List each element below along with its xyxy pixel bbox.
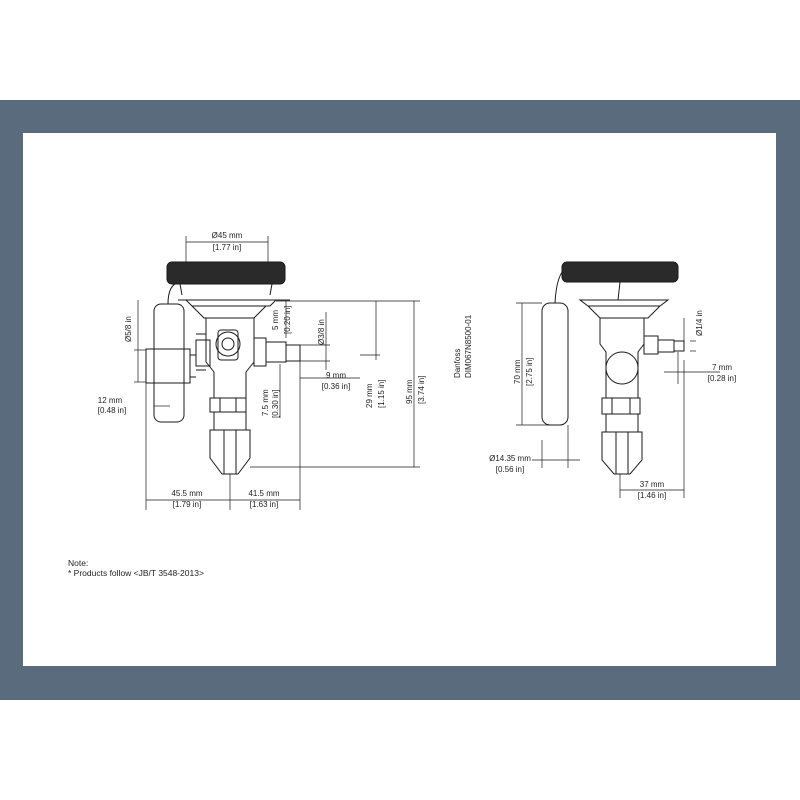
dim-9-mm: 9 mm [326,371,346,380]
dim-70-mm: 70 mm [513,359,522,384]
dim-7-5-mm: 7.5 mm [261,389,270,416]
left-valve-view: Ø45 mm [1.77 in] Ø5/8 in 12 mm [0.48 in]… [98,231,426,510]
brand-label: Danfoss [453,349,462,378]
dim-41-5-in: [1.63 in] [250,500,278,509]
dim-top-dia-in: [1.77 in] [213,243,241,252]
drawing-number: DIM067N8500-01 [464,314,473,378]
note-title: Note: [68,558,88,568]
dim-95-in: [3.74 in] [417,376,426,404]
dim-45-5-mm: 45.5 mm [171,489,202,498]
dim-outlet-dia: Ø3/8 in [317,319,326,345]
paper-sheet [23,133,776,666]
dim-9-in: [0.36 in] [322,382,350,391]
dim-7-mm: 7 mm [712,363,732,372]
dim-29-in: [1.15 in] [377,380,386,408]
dim-95-mm: 95 mm [405,379,414,404]
dim-5-mm: 5 mm [271,310,280,330]
dim-12-in: [0.48 in] [98,406,126,415]
dim-bulb-dia-in: [0.56 in] [496,465,524,474]
right-valve-body-icon [599,318,685,475]
dim-5-in: [0.20 in] [283,306,292,334]
dimension-lines-right [516,302,720,498]
inlet-pipe-icon [145,348,196,384]
dim-eq-dia: Ø1/4 in [695,310,704,336]
dim-7-5-in: [0.30 in] [271,390,280,418]
frame-border [0,100,800,700]
dim-bulb-dia-mm: Ø14.35 mm [489,454,531,463]
dim-37-mm: 37 mm [640,480,665,489]
dim-top-dia-mm: Ø45 mm [212,231,243,240]
dim-37-in: [1.46 in] [638,491,666,500]
dimension-lines-left [134,236,420,510]
dim-41-5-mm: 41.5 mm [248,489,279,498]
dim-29-mm: 29 mm [365,383,374,408]
dim-45-5-in: [1.79 in] [173,500,201,509]
right-bulb-icon [541,267,569,426]
left-bulb-icon [153,281,185,423]
dim-70-in: [2.75 in] [525,358,534,386]
note-line: * Products follow <JB/T 3548-2013> [68,568,204,578]
valve-body-icon [195,318,301,475]
dim-12-mm: 12 mm [98,396,123,405]
right-valve-view: Danfoss DIM067N8500-01 [453,261,736,500]
dim-7-in: [0.28 in] [708,374,736,383]
dim-inlet-dia: Ø5/8 in [124,316,133,342]
drawing-frame [0,100,800,700]
thermo-head-icon [166,261,290,319]
right-thermo-head-icon [561,261,679,319]
